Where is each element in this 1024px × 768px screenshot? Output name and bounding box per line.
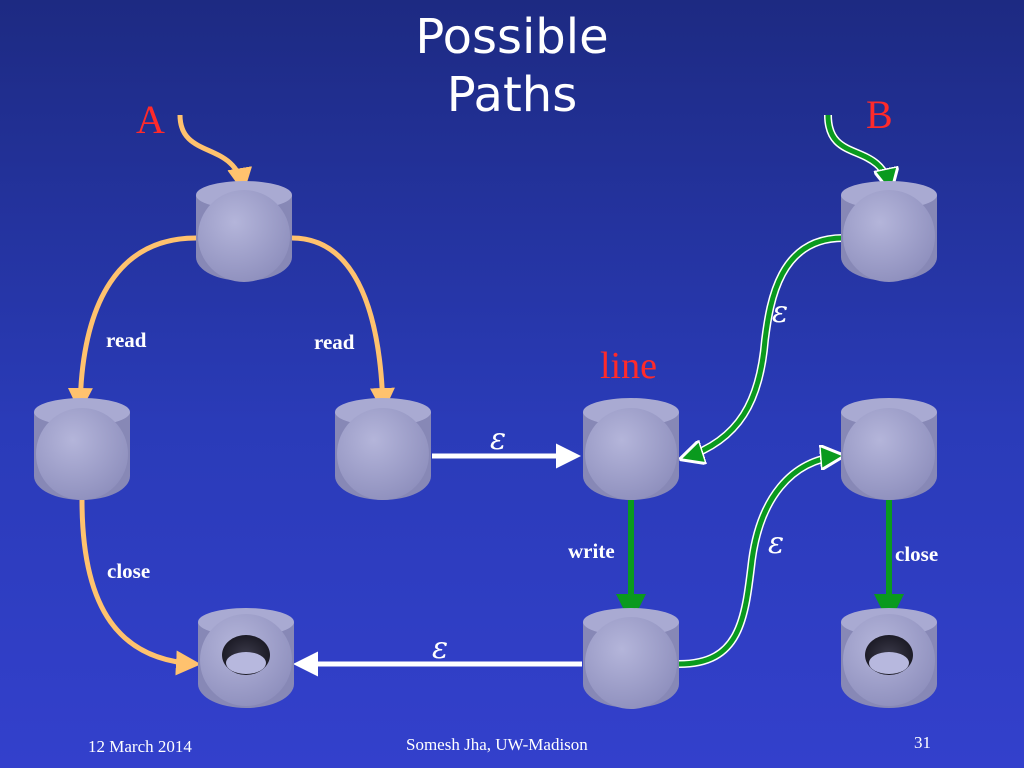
node-final-right (841, 608, 937, 708)
label-epsilon-top-right: ε (772, 295, 788, 330)
edge-read-right (291, 235, 395, 413)
slide-title: Possible Paths (362, 8, 662, 124)
node-line (583, 398, 679, 500)
edge-epsilon-to-right-node (678, 452, 841, 668)
label-close-right: close (895, 542, 938, 566)
title-line-2: Paths (446, 67, 578, 123)
footer-date: 12 March 2014 (88, 737, 192, 756)
edge-epsilon-to-right-node-inner (678, 456, 840, 667)
node-read-right (335, 398, 431, 500)
label-epsilon-mid-right: ε (768, 526, 784, 561)
label-epsilon-bottom: ε (432, 631, 448, 666)
node-b-start (841, 181, 937, 282)
edge-epsilon-b-to-line-inner (684, 235, 844, 458)
edge-read-left (67, 235, 197, 413)
edge-b-start-inner (825, 114, 890, 188)
edge-a-start (177, 114, 253, 193)
label-write: write (568, 539, 615, 563)
label-line: line (600, 345, 657, 387)
label-start-a: A (136, 97, 165, 142)
label-read-left: read (106, 328, 147, 352)
footer-page-number: 31 (914, 733, 931, 752)
node-right-mid (841, 398, 937, 500)
label-start-b: B (866, 92, 893, 137)
edge-close-left (79, 499, 201, 676)
label-close-left: close (107, 559, 150, 583)
node-write-target (583, 608, 679, 709)
footer-author: Somesh Jha, UW-Madison (406, 735, 588, 754)
node-read-left (34, 398, 130, 500)
node-a-start (196, 181, 292, 282)
title-line-1: Possible (415, 9, 609, 65)
label-read-right: read (314, 330, 355, 354)
label-epsilon-center: ε (490, 422, 506, 457)
node-final-left (198, 608, 294, 708)
